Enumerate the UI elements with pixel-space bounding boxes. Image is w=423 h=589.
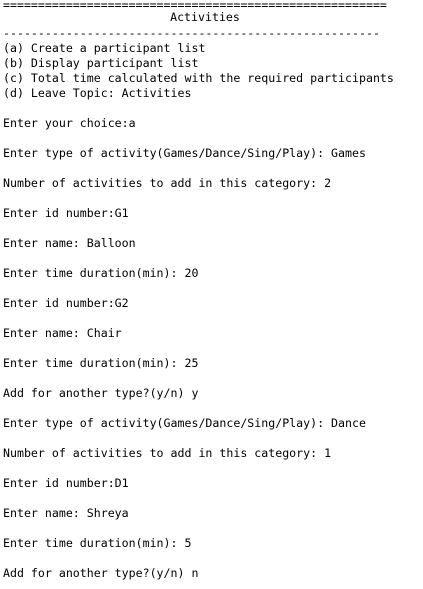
console-title: Activities (170, 10, 240, 24)
menu-item-c: (c) Total time calculated with the requi… (3, 71, 394, 85)
console-line: Enter name: Chair (3, 326, 122, 340)
menu-item-d: (d) Leave Topic: Activities (3, 86, 192, 100)
console-line: Add for another type?(y/n) y (3, 386, 199, 400)
top-rule: ========================================… (3, 0, 387, 10)
console-line: Enter type of activity(Games/Dance/Sing/… (3, 416, 366, 430)
console-output: ========================================… (3, 0, 421, 580)
middle-rule: ----------------------------------------… (3, 28, 380, 38)
console-line: Enter id number:D1 (3, 476, 129, 490)
menu-item-a: (a) Create a participant list (3, 41, 206, 55)
console-line: Add for another type?(y/n) n (3, 566, 199, 580)
console-line: Enter time duration(min): 20 (3, 266, 199, 280)
console-line: Number of activities to add in this cate… (3, 176, 332, 190)
console-line: Enter id number:G1 (3, 206, 129, 220)
console-line: Number of activities to add in this cate… (3, 446, 332, 460)
console-line: Enter name: Shreya (3, 506, 129, 520)
console-line: Enter your choice:a (3, 116, 136, 130)
console-line: Enter time duration(min): 25 (3, 356, 199, 370)
console-line: Enter time duration(min): 5 (3, 536, 192, 550)
console-line: Enter id number:G2 (3, 296, 129, 310)
console-line: Enter type of activity(Games/Dance/Sing/… (3, 146, 366, 160)
menu-item-b: (b) Display participant list (3, 56, 199, 70)
console-line: Enter name: Balloon (3, 236, 136, 250)
